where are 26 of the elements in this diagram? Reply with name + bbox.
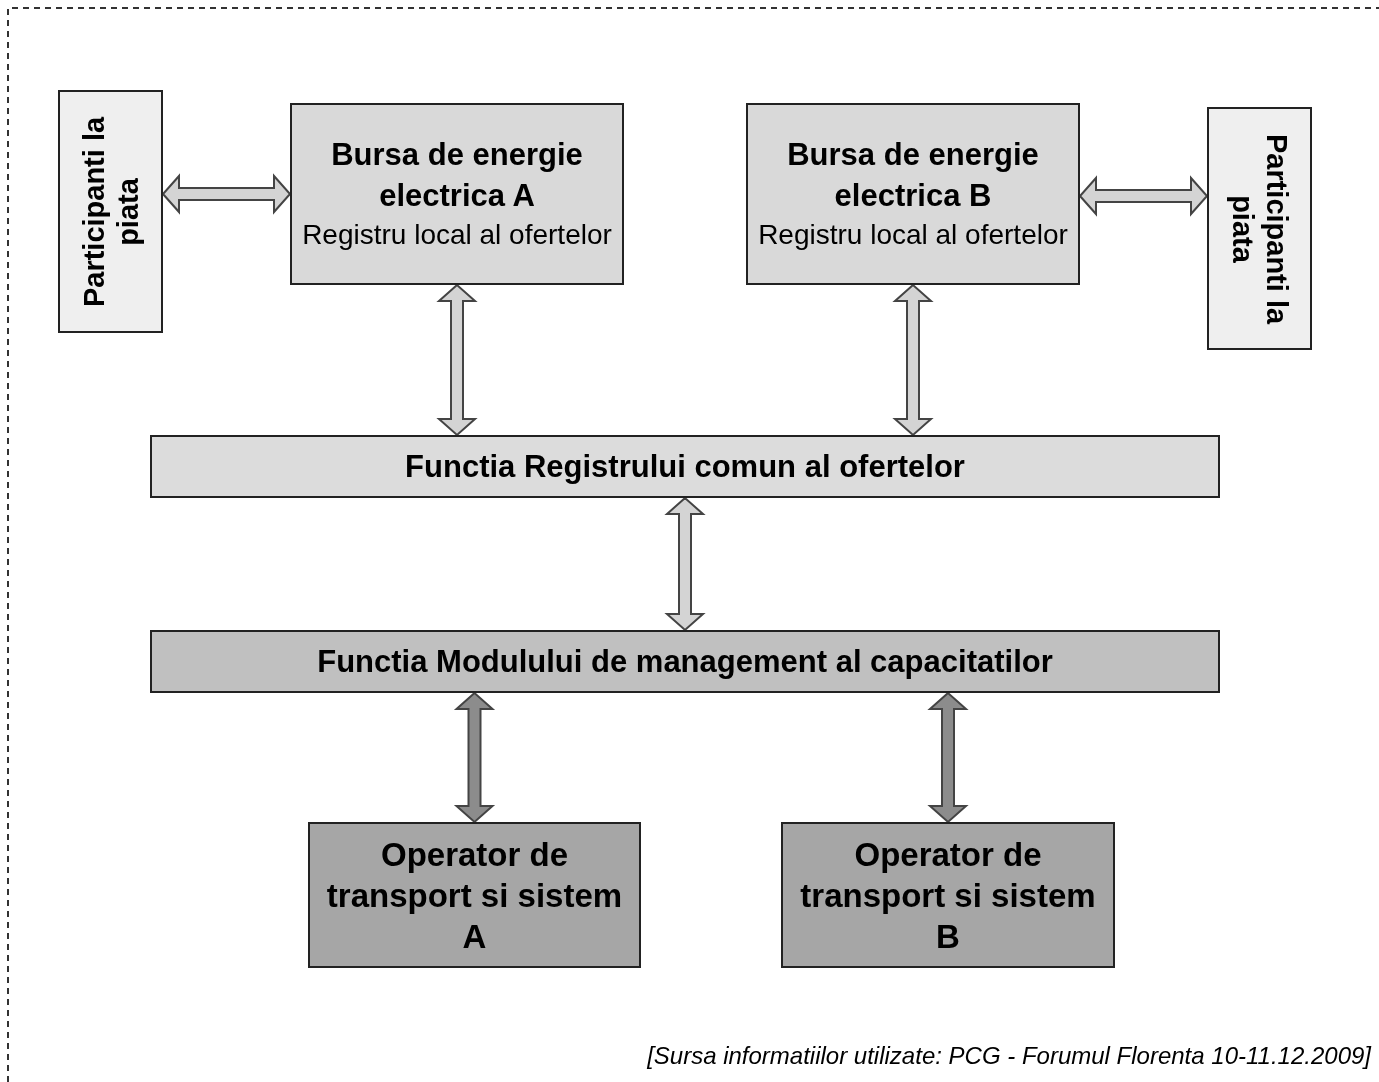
- box-text: Registru local al ofertelor: [758, 218, 1068, 252]
- double-arrow: [892, 283, 934, 437]
- process-box: [308, 822, 641, 968]
- process-box: [1207, 107, 1312, 350]
- double-arrow: [927, 691, 969, 824]
- double-arrow: [664, 496, 706, 632]
- box-title: Operator de transport si sistem B: [799, 834, 1097, 957]
- process-box: [746, 103, 1080, 285]
- box-title: Bursa de energie electrica A: [330, 136, 584, 215]
- box-title: Participanti la piata: [76, 115, 145, 309]
- process-box: [781, 822, 1115, 968]
- double-arrow: [161, 173, 292, 215]
- double-arrow: [436, 283, 478, 437]
- process-box: [290, 103, 624, 285]
- double-arrow: [453, 691, 496, 824]
- box-title: Functia Registrului comun al ofertelor: [405, 448, 965, 486]
- box-title: Participanti la piata: [1225, 132, 1294, 327]
- box-title: Operator de transport si sistem A: [325, 834, 624, 957]
- process-box: [150, 435, 1220, 498]
- double-arrow: [1078, 175, 1209, 217]
- box-title: Bursa de energie electrica B: [786, 136, 1040, 215]
- process-box: [58, 90, 163, 333]
- process-box: [150, 630, 1220, 693]
- box-text: Registru local al ofertelor: [302, 218, 612, 252]
- source-caption: [Sursa informatiilor utilizate: PCG - Forumul Florenta 10-11.12.2009]: [647, 1042, 1371, 1070]
- box-title: Functia Modulului de management al capacitatilor: [317, 643, 1053, 681]
